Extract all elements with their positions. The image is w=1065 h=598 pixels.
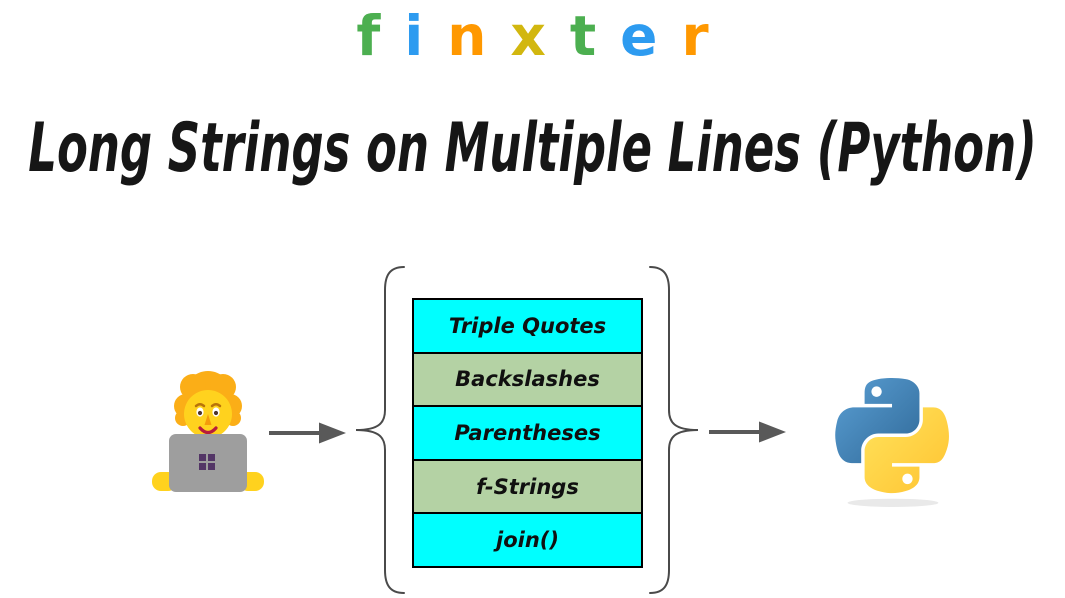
arrow-right-icon: [709, 421, 786, 443]
logo-letter-f: f: [356, 4, 381, 68]
python-logo-icon: [835, 378, 949, 507]
person-at-laptop-icon: [152, 371, 264, 492]
logo-letter-x: x: [510, 4, 546, 68]
logo-letter-e: e: [620, 4, 658, 68]
right-brace: [649, 266, 699, 594]
method-box-4: f-Strings: [412, 460, 643, 515]
page-title: Long Strings on Multiple Lines (Python): [28, 108, 1037, 188]
logo-letter-n: n: [447, 4, 487, 68]
arrow-right-icon: [269, 422, 346, 444]
method-label: Triple Quotes: [448, 313, 607, 338]
method-label: f-Strings: [476, 474, 579, 499]
logo-letter-i: i: [404, 4, 424, 68]
method-label: Backslashes: [455, 367, 600, 392]
method-box-5: join(): [412, 514, 643, 568]
left-brace: [355, 266, 405, 594]
logo-letter-t: t: [569, 4, 597, 68]
method-label: Parentheses: [454, 420, 601, 445]
logo-letter-r: r: [681, 4, 709, 68]
method-label: join(): [496, 528, 559, 553]
method-box-1: Triple Quotes: [412, 298, 643, 354]
method-box-3: Parentheses: [412, 407, 643, 461]
method-box-2: Backslashes: [412, 353, 643, 408]
